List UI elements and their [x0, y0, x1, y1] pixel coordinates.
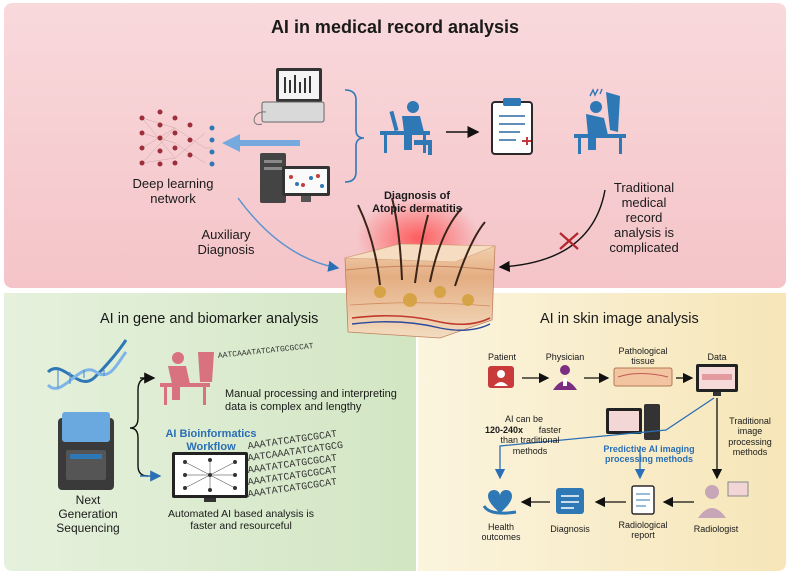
radiologist-label: Radiologist	[693, 524, 739, 534]
patient-icon	[488, 366, 514, 388]
speed-value-label: 120-240x	[484, 425, 524, 435]
sequencer-icon	[58, 412, 114, 490]
left-arrow-icon	[222, 134, 300, 152]
desktop-computer-icon	[260, 153, 330, 203]
patient-label: Patient	[487, 352, 517, 362]
laptop-icon	[253, 68, 325, 126]
top-panel-title: AI in medical record analysis	[270, 17, 520, 37]
left-panel-title: AI in gene and biomarker analysis	[100, 311, 319, 327]
skin-cross-section-image	[344, 197, 496, 339]
cross-mark-icon	[559, 232, 579, 250]
workflow-label: AI Bioinformatics Workflow	[165, 428, 257, 453]
diagnosis-step-label: Diagnosis	[550, 524, 590, 534]
traditional-methods-label: Traditional image processing methods	[728, 416, 772, 458]
diagnosis-icon	[556, 488, 584, 514]
branch-bracket-icon	[129, 377, 149, 477]
stress-marks-icon	[589, 88, 603, 97]
predictive-arrow	[494, 397, 715, 480]
data-monitor-icon	[696, 364, 738, 396]
bracket-icon	[344, 89, 365, 183]
traditional-arrow	[498, 189, 606, 273]
speed-post-label: faster than traditional methods	[500, 425, 562, 456]
ngs-label: Next Generation Sequencing	[56, 493, 120, 535]
stressed-person-icon	[574, 92, 626, 154]
manual-label: Manual processing and interpreting data …	[225, 388, 397, 413]
pathological-label: Pathological tissue	[618, 346, 668, 367]
speed-pre-label: AI can be	[504, 414, 544, 424]
auxiliary-label: Auxiliary Diagnosis	[197, 227, 255, 257]
health-heart-icon	[482, 490, 517, 515]
physician-icon	[553, 365, 577, 390]
report-icon	[631, 485, 655, 515]
diagnosis-label: Diagnosis of Atopic dermatitis	[372, 190, 462, 215]
researcher-at-desk-icon	[160, 352, 214, 405]
dna-helix-icon	[46, 339, 128, 390]
radiologist-icon	[698, 481, 749, 518]
right-panel-title: AI in skin image analysis	[540, 311, 699, 327]
automated-label: Automated AI based analysis is faster an…	[168, 508, 314, 533]
deep-learning-label: Deep learning network	[132, 176, 214, 206]
auxiliary-arrow	[237, 197, 340, 272]
physician-label: Physician	[545, 352, 585, 362]
radiological-report-label: Radiological report	[618, 520, 668, 541]
skin-image-panel	[418, 293, 786, 571]
traditional-label: Traditional medical record analysis is c…	[609, 180, 679, 255]
clipboard-icon	[491, 98, 533, 155]
neural-network-icon	[139, 109, 215, 167]
predictive-label: Predictive AI imaging processing methods	[603, 444, 695, 465]
person-at-desk-icon	[380, 101, 432, 155]
data-label: Data	[707, 352, 727, 362]
tissue-slide-icon	[613, 367, 673, 387]
health-outcomes-label: Health outcomes	[481, 522, 521, 543]
monitor-neural-icon	[172, 452, 248, 502]
